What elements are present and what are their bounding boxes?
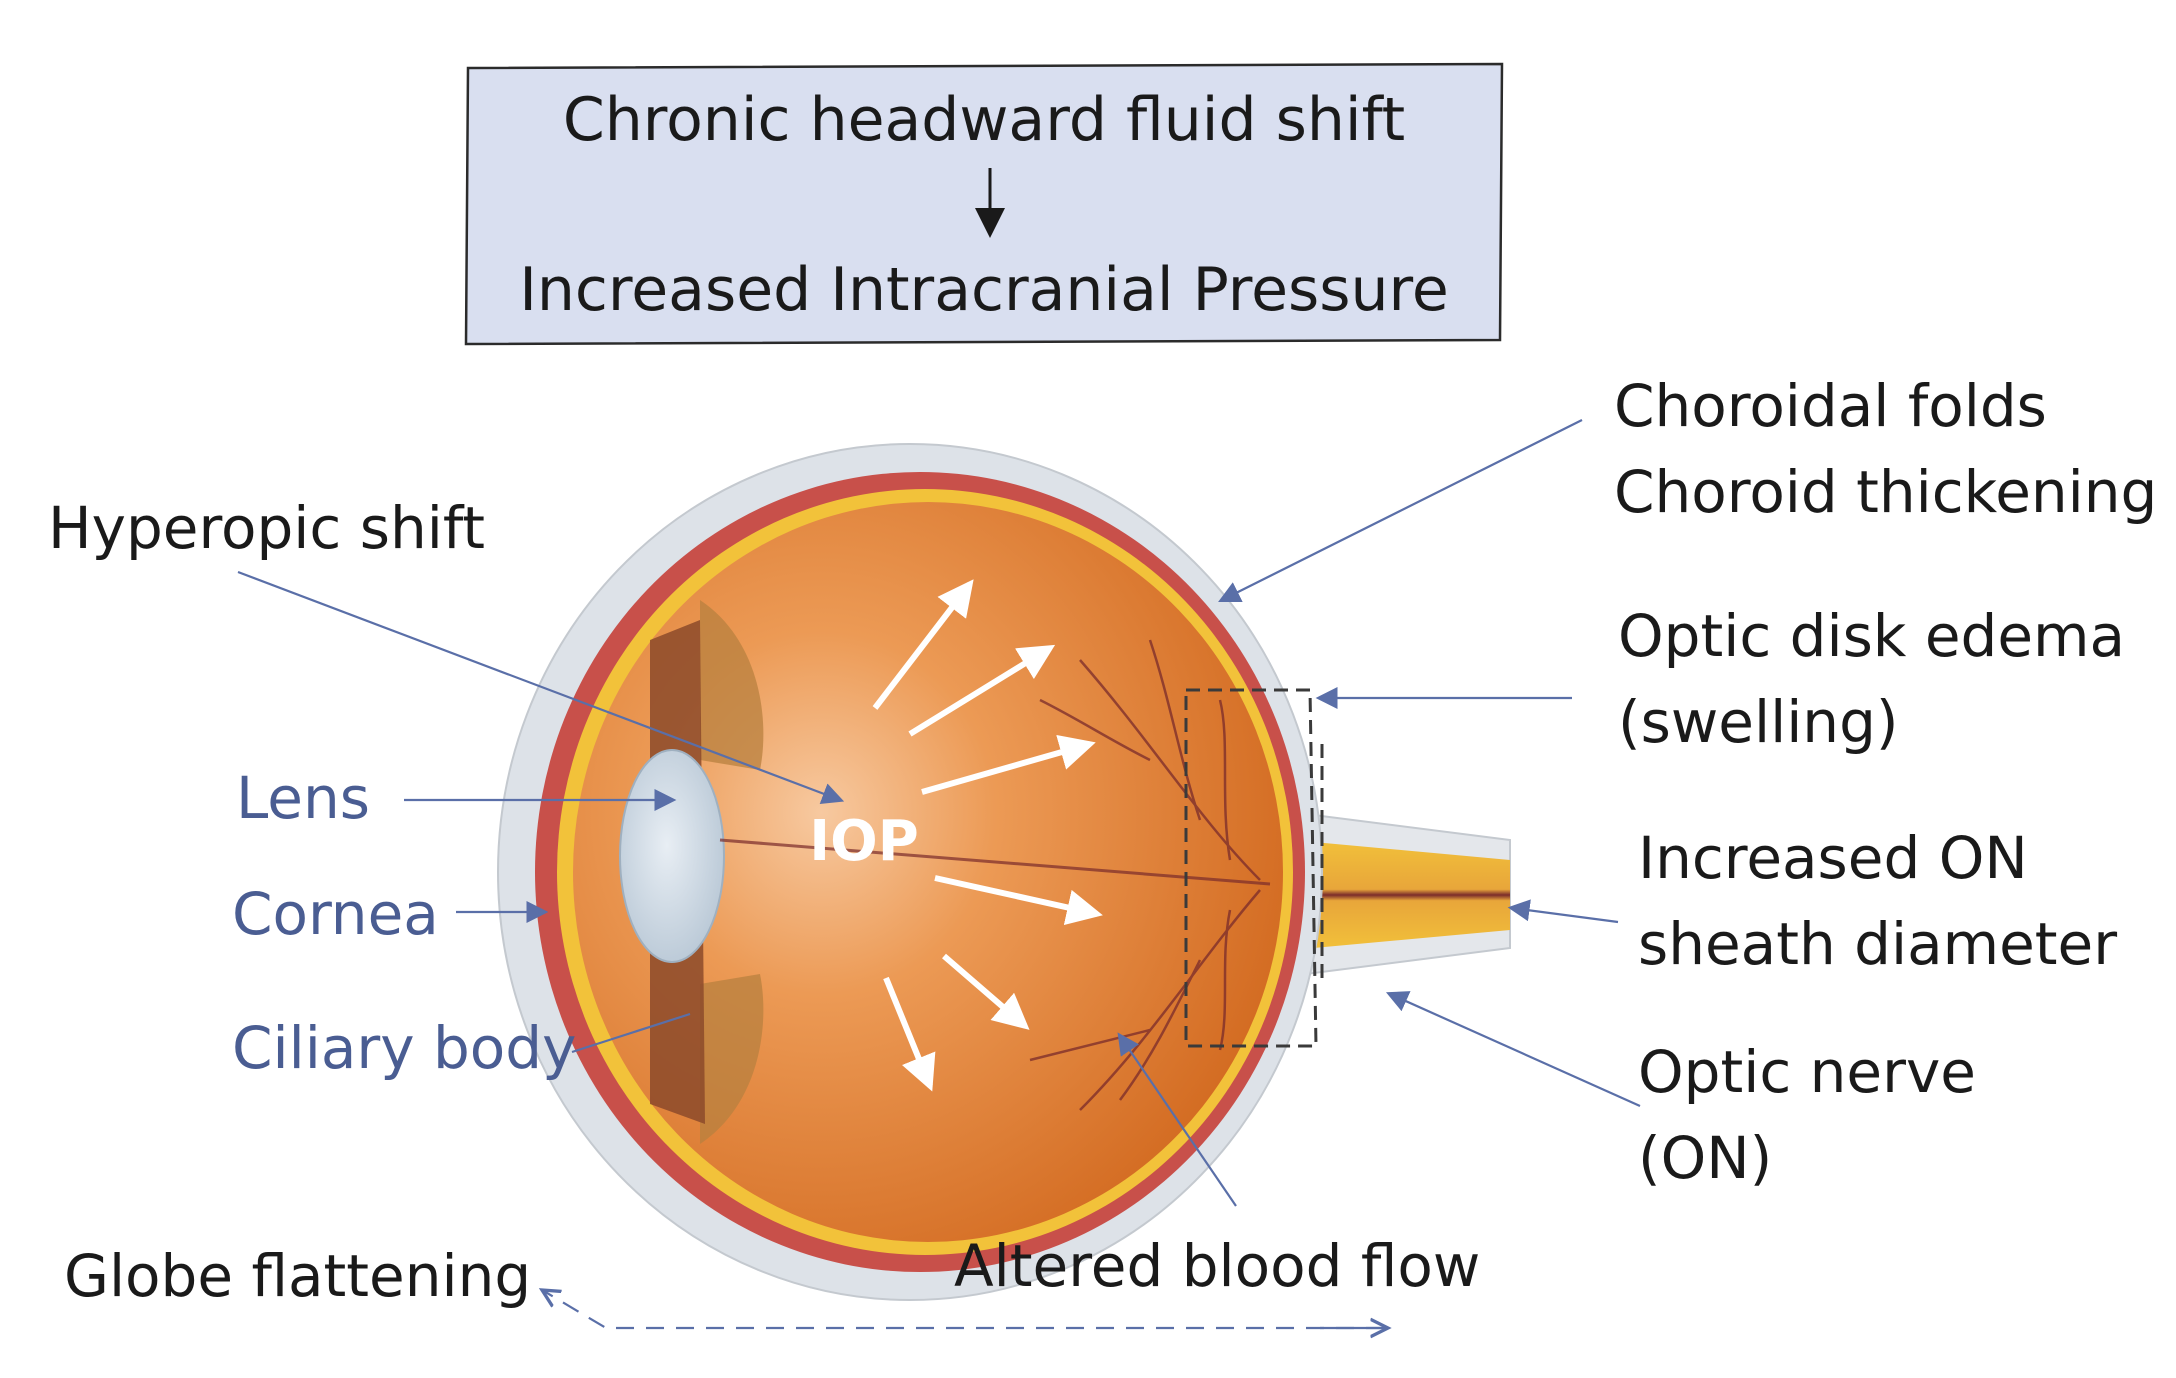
swelling-label: (swelling) bbox=[1618, 688, 1899, 756]
iop-arrow bbox=[872, 579, 974, 710]
iop-arrow bbox=[883, 976, 936, 1092]
pressure-box: Chronic headward fluid shift Increased I… bbox=[464, 62, 1504, 346]
choroid-thickening-label: Choroid thickening bbox=[1614, 458, 2157, 526]
hyperopic-shift-leader bbox=[237, 570, 845, 805]
blood-flow-leader bbox=[1117, 1032, 1237, 1207]
optic-nerve bbox=[1270, 838, 1510, 952]
optic-nerve-label: Optic nerve bbox=[1638, 1038, 1976, 1106]
globe-flattening-label: Globe flattening bbox=[64, 1242, 531, 1310]
optic-disk-region bbox=[1184, 688, 1318, 1048]
iop-arrow bbox=[921, 734, 1096, 795]
on-abbrev-label: (ON) bbox=[1638, 1124, 1772, 1192]
lens-label: Lens bbox=[236, 764, 370, 832]
visual-axis bbox=[719, 838, 1271, 886]
optic-disk-edema-label: Optic disk edema bbox=[1618, 602, 2125, 670]
iop-label: IOP bbox=[809, 809, 918, 874]
iop-arrow bbox=[942, 953, 1030, 1030]
pressure-box-frame bbox=[464, 62, 1504, 346]
increased-on-label: Increased ON bbox=[1638, 824, 2028, 892]
hyperopic-shift-label: Hyperopic shift bbox=[48, 494, 485, 562]
choroidal-folds-leader bbox=[1218, 419, 1583, 602]
cornea-label: Cornea bbox=[232, 880, 439, 948]
lens bbox=[619, 749, 725, 963]
globe-flattening-arrow bbox=[542, 1290, 1384, 1330]
iop-arrows bbox=[872, 579, 1103, 1092]
altered-blood-flow-label: Altered blood flow bbox=[954, 1232, 1480, 1300]
choroidal-folds-label: Choroidal folds bbox=[1614, 372, 2047, 440]
ciliary-body-leader bbox=[571, 1012, 691, 1054]
box-line-2: Increased Intracranial Pressure bbox=[519, 255, 1449, 325]
optic-nerve-leader bbox=[1385, 991, 1641, 1108]
ciliary-lower bbox=[700, 974, 764, 1144]
sheath-diameter-leader bbox=[1507, 899, 1619, 924]
iop-arrow bbox=[934, 875, 1103, 926]
box-line-1: Chronic headward fluid shift bbox=[563, 85, 1405, 155]
iop-arrow bbox=[908, 644, 1056, 737]
ciliary-body-label: Ciliary body bbox=[232, 1014, 576, 1082]
eye-illustration: IOP bbox=[497, 443, 1511, 1301]
sheath-diameter-label: sheath diameter bbox=[1638, 910, 2117, 978]
ciliary-upper bbox=[700, 600, 764, 770]
retinal-vessels bbox=[1029, 639, 1261, 1111]
